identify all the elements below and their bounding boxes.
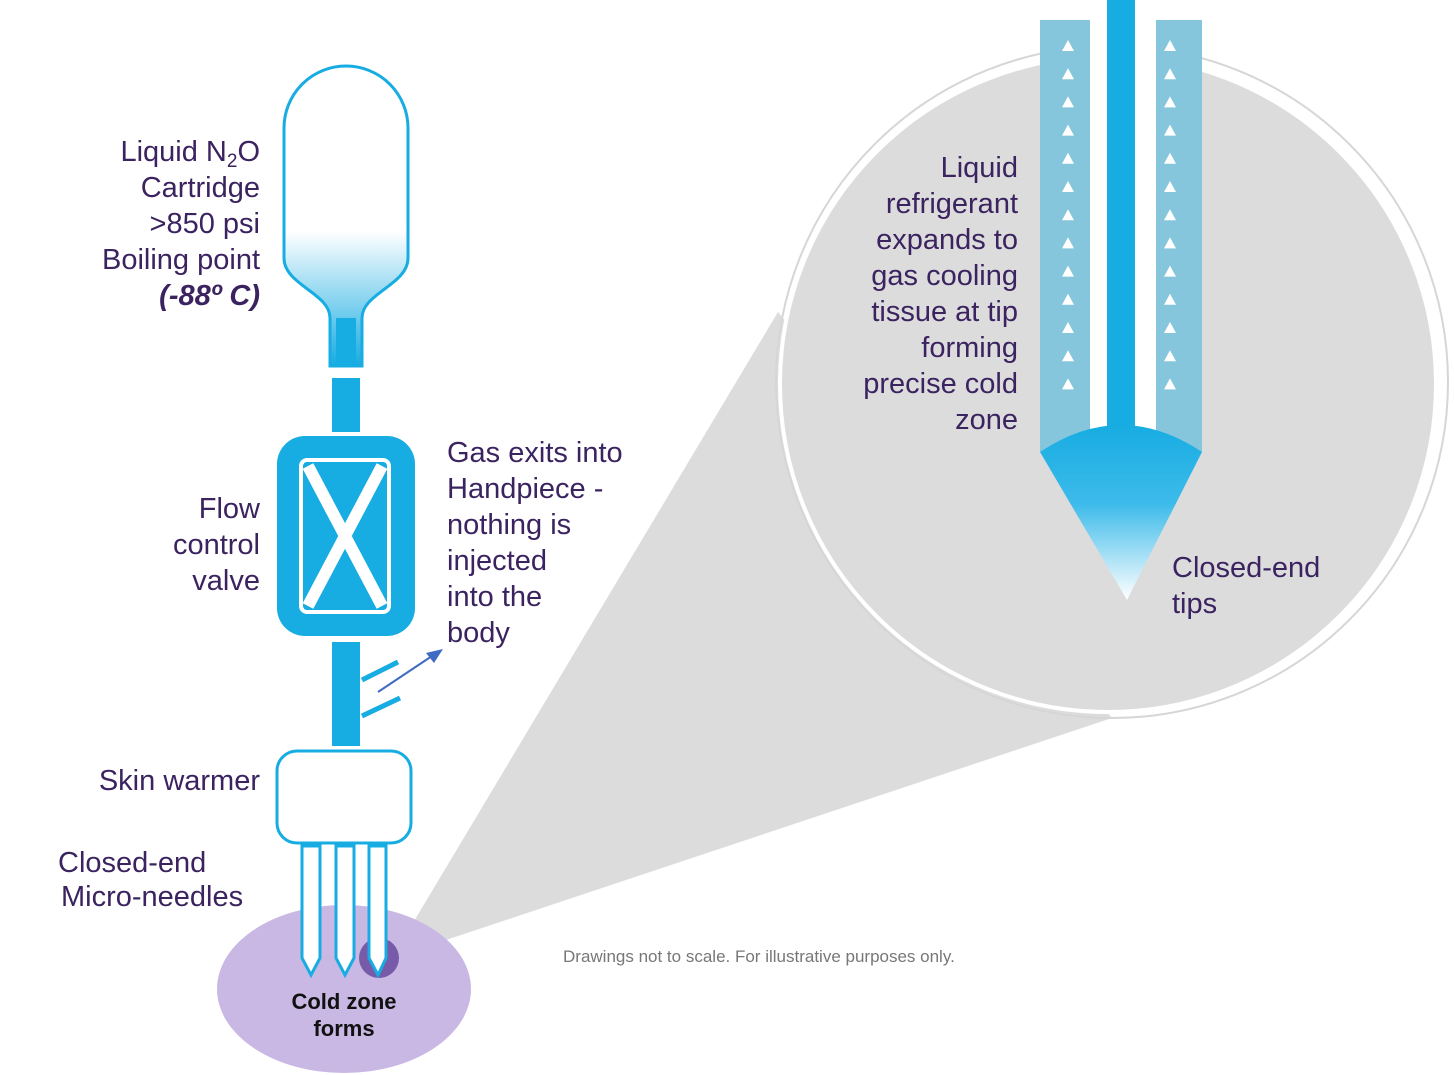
gas-exit-line: nothing is [447, 509, 572, 541]
tips-label: Closed-end tips [1172, 550, 1320, 622]
refrigerant-line: expands to [876, 224, 1018, 256]
needles-line: Closed-end [58, 847, 207, 879]
skin-warmer-label: Skin warmer [40, 763, 260, 799]
valve-label-line: valve [192, 565, 260, 597]
flow-arrow-icon [1164, 265, 1176, 277]
disclaimer-note: Drawings not to scale. For illustrative … [563, 947, 955, 966]
flow-arrow-icon [1164, 322, 1176, 333]
refrigerant-line: precise cold [863, 368, 1018, 400]
tips-line: Closed-end [1172, 552, 1321, 584]
cartridge-label-line-3: >850 psi [149, 208, 260, 240]
gas-exit-line: Gas exits into [447, 437, 623, 469]
flow-valve-icon [277, 436, 415, 636]
flow-arrows [1062, 40, 1176, 390]
flow-arrow-icon [1062, 40, 1074, 51]
flow-arrow-icon [1164, 96, 1176, 108]
refrigerant-line: forming [921, 332, 1018, 364]
gas-exit-line: body [447, 617, 510, 649]
zoom-cone [392, 312, 1112, 958]
needles-label: Closed-end Micro-needles [58, 846, 243, 914]
flow-arrow-icon [1164, 68, 1176, 80]
gas-exit-line: injected [447, 545, 547, 577]
flow-arrow-icon [1062, 322, 1074, 333]
flow-arrow-icon [1164, 209, 1176, 221]
valve-label-line: control [172, 529, 260, 561]
cold-zone-line: Cold zone [291, 989, 397, 1014]
valve-label-line: Flow [198, 493, 260, 525]
magnified-probe [1040, 0, 1202, 600]
gas-exit-arrow-icon [360, 649, 443, 719]
inner-wall-left [1090, 20, 1102, 452]
cartridge-label-line-1: Liquid N2O [120, 136, 260, 172]
cartridge-label-line-4: Boiling point [102, 244, 260, 276]
flow-arrow-icon [1062, 293, 1074, 305]
flow-arrow-icon [1164, 152, 1176, 164]
flow-arrow-icon [1062, 350, 1074, 362]
cold-zone-ellipse [217, 905, 471, 1073]
flow-arrow-icon [1062, 209, 1074, 221]
flow-arrow-icon [1164, 350, 1176, 362]
cold-zone-label: Cold zone forms [264, 988, 424, 1042]
flow-arrow-icon [1164, 181, 1176, 192]
tips-line: tips [1172, 588, 1218, 620]
cold-zone-line: forms [313, 1016, 375, 1041]
flow-arrow-icon [1062, 181, 1074, 192]
flow-arrow-icon [1164, 237, 1176, 249]
inner-tube [1107, 0, 1135, 452]
inner-wall-right [1144, 20, 1156, 452]
flow-arrow-icon [1164, 40, 1176, 51]
cartridge-label-line-2: Cartridge [140, 172, 260, 204]
flow-arrow-icon [1164, 124, 1176, 136]
flow-arrow-icon [1062, 124, 1074, 136]
cartridge-icon [282, 64, 410, 368]
refrigerant-line: refrigerant [885, 188, 1018, 220]
flow-arrow-icon [1062, 265, 1074, 277]
gas-exit-line: Handpiece - [447, 473, 604, 505]
refrigerant-line: Liquid [940, 152, 1018, 184]
needle-tip-icon [1040, 425, 1202, 600]
flow-arrow-icon [1164, 378, 1176, 390]
skin-warmer-text: Skin warmer [98, 765, 260, 797]
refrigerant-line: zone [955, 404, 1018, 436]
refrigerant-line: gas cooling [871, 260, 1018, 292]
flow-arrow-icon [1062, 378, 1074, 390]
refrigerant-label: Liquid refrigerant expands to gas coolin… [818, 150, 1018, 438]
micro-needle-icon [300, 844, 399, 979]
skin-warmer-icon [275, 749, 413, 845]
flow-arrow-icon [1164, 293, 1176, 305]
flow-arrow-icon [1062, 152, 1074, 164]
gas-exit-line: into the [447, 581, 543, 613]
boiling-point-value: (-88º C) [159, 280, 260, 312]
connector-tube-lower [332, 642, 360, 746]
valve-label: Flow control valve [100, 491, 260, 599]
cartridge-label: Liquid N2O Cartridge >850 psi Boiling po… [50, 134, 260, 314]
flow-arrow-icon [1062, 68, 1074, 80]
connector-tube-upper [332, 378, 360, 432]
flow-arrow-icon [1062, 237, 1074, 249]
needles-line: Micro-needles [61, 881, 244, 913]
gas-exit-label: Gas exits into Handpiece - nothing is in… [447, 435, 623, 651]
flow-arrow-icon [1062, 96, 1074, 108]
refrigerant-line: tissue at tip [871, 296, 1018, 328]
